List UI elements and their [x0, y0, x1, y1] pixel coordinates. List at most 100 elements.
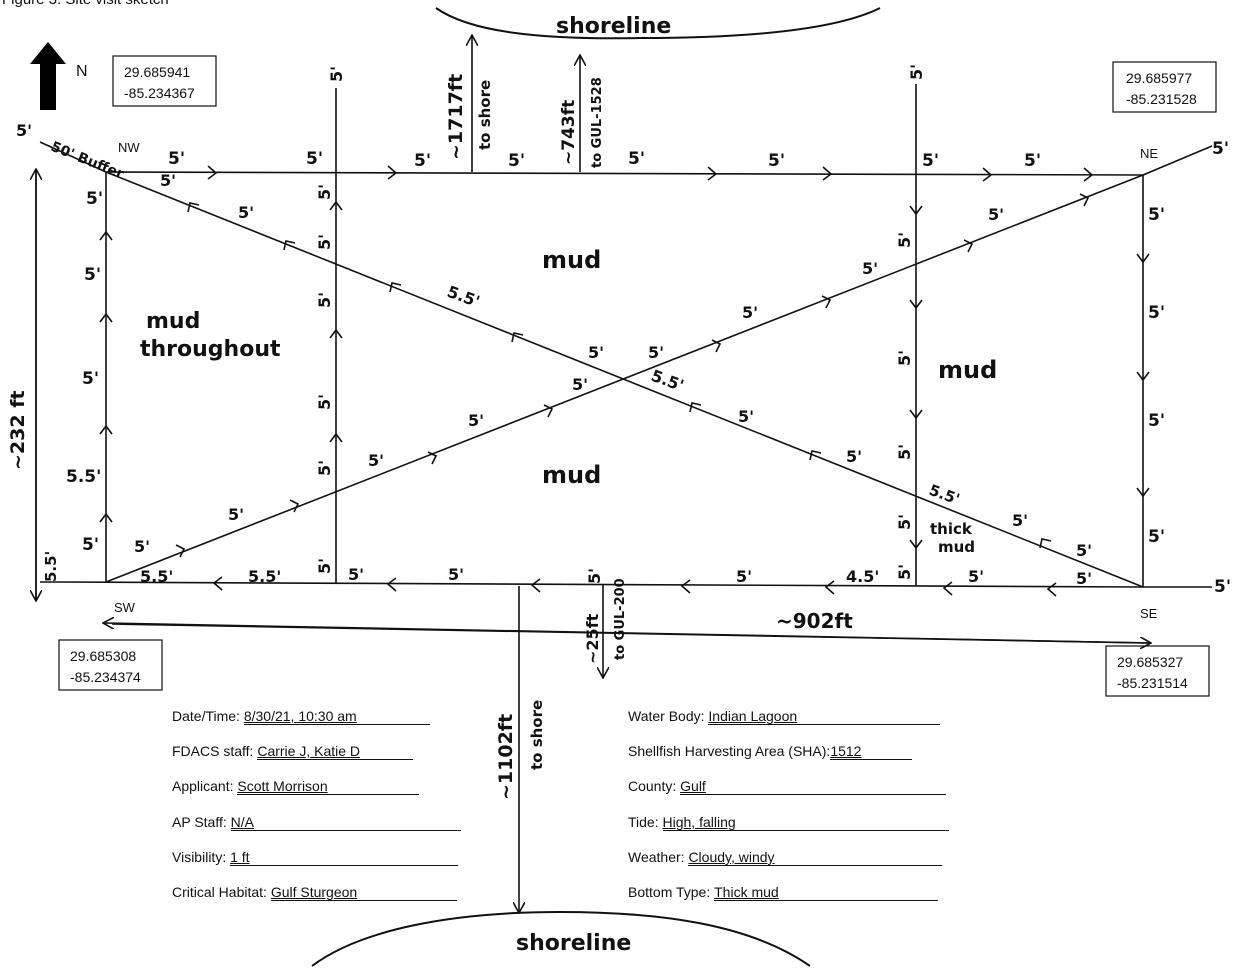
shoreline-bottom-label: shoreline [516, 931, 631, 956]
svg-text:5.5': 5.5' [66, 467, 101, 487]
distance-shore-bottom: ~1102ft [495, 714, 517, 800]
field-visibility: Visibility: 1 ft [172, 849, 459, 866]
habitat-mud-left-1: mud [146, 309, 200, 334]
svg-text:5': 5' [368, 451, 384, 470]
svg-text:5.5': 5.5' [927, 481, 962, 509]
svg-text:5': 5' [1212, 139, 1229, 159]
habitat-mud-top: mud [542, 246, 601, 274]
distance-shore-top-sub: to shore [476, 80, 494, 150]
svg-text:5': 5' [768, 151, 785, 171]
habitat-thick-1: thick [930, 520, 973, 538]
svg-text:5': 5' [1012, 511, 1028, 530]
field-tide: Tide: High, falling [628, 814, 949, 831]
svg-text:5': 5' [585, 568, 604, 584]
distance-shore-top: ~1717ft [445, 74, 467, 160]
svg-text:5': 5' [895, 564, 914, 580]
field-staff: FDACS staff: Carrie J, Katie D [172, 743, 414, 760]
shoreline-top-curve [435, 7, 881, 40]
svg-text:5': 5' [895, 514, 914, 530]
coord-box-sw: 29.685308 -85.234374 [58, 639, 163, 691]
svg-text:5': 5' [168, 149, 185, 169]
svg-text:4.5': 4.5' [846, 567, 879, 586]
depth-labels: 5' 5' 5' 5' 5' 5' 5' 5' 5' 5' 5' 5' 5' 5… [16, 64, 1231, 597]
svg-text:5': 5' [648, 343, 664, 362]
transect-arrows [99, 165, 1150, 597]
svg-text:-85.231514: -85.231514 [1117, 675, 1188, 691]
buffer-label: 50' Buffer [49, 139, 126, 183]
field-county: County: Gulf [628, 778, 947, 795]
svg-text:5': 5' [628, 149, 645, 169]
field-applicant: Applicant: Scott Morrison [172, 778, 420, 795]
svg-text:-85.234367: -85.234367 [124, 85, 195, 101]
distance-height: ~232 ft [7, 390, 29, 470]
coord-box-nw: 29.685941 -85.234367 [112, 55, 217, 107]
svg-text:5': 5' [1076, 541, 1092, 560]
svg-text:29.685327: 29.685327 [1117, 654, 1183, 670]
habitat-mud-bottom: mud [542, 461, 601, 489]
svg-text:5': 5' [738, 407, 754, 426]
svg-text:5': 5' [414, 151, 431, 171]
svg-text:5.5': 5.5' [248, 567, 281, 586]
svg-text:5': 5' [846, 447, 862, 466]
svg-text:5': 5' [306, 149, 323, 169]
svg-text:5': 5' [1148, 411, 1165, 431]
svg-text:-85.231528: -85.231528 [1126, 91, 1197, 107]
field-sha: Shellfish Harvesting Area (SHA):1512 [628, 743, 913, 760]
north-label: N [76, 63, 88, 80]
field-ap-staff: AP Staff: N/A [172, 814, 461, 831]
svg-text:5': 5' [895, 350, 914, 366]
svg-text:5': 5' [228, 505, 244, 524]
field-weather: Weather: Cloudy, windy [628, 849, 943, 866]
svg-text:5': 5' [895, 232, 914, 248]
corner-se: SE [1140, 606, 1158, 621]
svg-text:5': 5' [508, 151, 525, 171]
svg-text:5': 5' [160, 171, 176, 190]
svg-text:5': 5' [968, 567, 984, 586]
corner-ne: NE [1140, 146, 1158, 161]
habitat-thick-2: mud [938, 538, 975, 556]
svg-text:5': 5' [895, 444, 914, 460]
svg-text:29.685308: 29.685308 [70, 648, 136, 664]
shoreline-bottom-curve [311, 910, 811, 967]
distance-gul-top-sub: to GUL-1528 [590, 77, 605, 168]
field-date: Date/Time: 8/30/21, 10:30 am [172, 708, 430, 725]
svg-text:5': 5' [315, 184, 334, 200]
svg-text:5': 5' [315, 558, 334, 574]
distance-width: ~902ft [776, 609, 853, 633]
svg-text:5': 5' [82, 535, 99, 555]
svg-text:5': 5' [315, 234, 334, 250]
svg-text:5': 5' [907, 64, 926, 80]
svg-text:5': 5' [84, 265, 101, 285]
svg-text:5': 5' [1024, 151, 1041, 171]
habitat-mud-left-2: throughout [140, 337, 281, 362]
svg-text:5': 5' [327, 66, 346, 82]
svg-text:5': 5' [448, 565, 464, 584]
distance-gul-bottom-sub: to GUL-200 [613, 578, 628, 660]
svg-text:5': 5' [82, 369, 99, 389]
north-arrow-icon [30, 42, 66, 110]
svg-text:5': 5' [1148, 303, 1165, 323]
svg-text:5.5': 5.5' [445, 282, 483, 311]
svg-text:5': 5' [742, 303, 758, 322]
svg-text:5': 5' [134, 537, 150, 556]
corner-sw: SW [114, 600, 136, 615]
shoreline-top-label: shoreline [556, 14, 671, 39]
svg-text:5': 5' [862, 259, 878, 278]
figure-caption: Figure 3. Site visit sketch [2, 0, 169, 8]
svg-text:5': 5' [922, 151, 939, 171]
svg-text:5': 5' [572, 375, 588, 394]
svg-text:5': 5' [348, 565, 364, 584]
svg-text:29.685977: 29.685977 [1126, 70, 1192, 86]
distance-gul-top: ~743ft [559, 100, 579, 165]
svg-text:5': 5' [315, 394, 334, 410]
svg-text:5.5': 5.5' [42, 551, 60, 582]
svg-text:5': 5' [1076, 569, 1092, 588]
svg-text:5': 5' [86, 189, 103, 209]
svg-text:5': 5' [1148, 205, 1165, 225]
coord-box-se: 29.685327 -85.231514 [1105, 645, 1210, 697]
habitat-mud-right: mud [938, 356, 997, 384]
svg-text:-85.234374: -85.234374 [70, 669, 141, 685]
coord-box-ne: 29.685977 -85.231528 [1112, 61, 1217, 113]
svg-text:5': 5' [238, 203, 254, 222]
